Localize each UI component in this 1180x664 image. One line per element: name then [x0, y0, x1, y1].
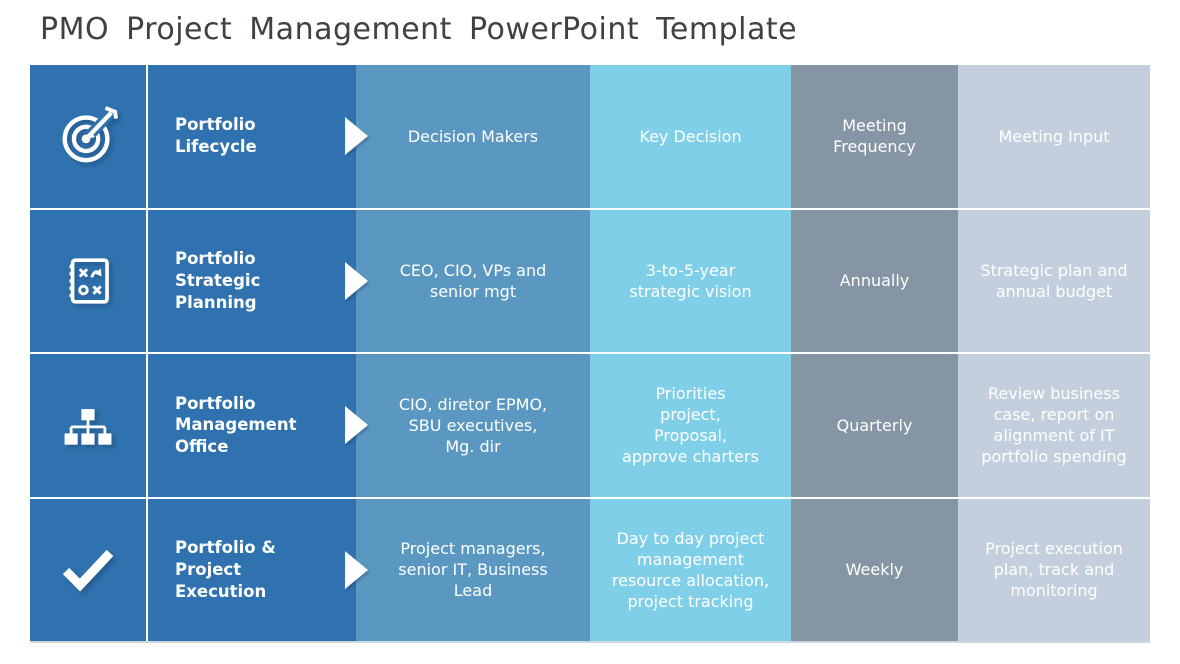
table-row-2-meeting-frequency-cell: Annually: [791, 209, 958, 352]
table-row-1-meeting-input-cell: Meeting Input: [958, 65, 1150, 208]
table-row-4-meeting-frequency-cell: Weekly: [791, 498, 958, 641]
table-row-4-stage-cell: Portfolio & Project Execution: [148, 498, 368, 641]
stage-label: Portfolio Management Office: [175, 393, 297, 457]
stage-label: Portfolio Strategic Planning: [175, 249, 261, 312]
table-row-1-stage-cell: Portfolio Lifecycle: [148, 65, 368, 208]
stage-label: Portfolio Lifecycle: [175, 115, 257, 157]
table-row-1-icon-cell: [30, 65, 148, 208]
table-row-3-stage-cell: Portfolio Management Office: [148, 354, 368, 497]
table-row-4-key-decision-cell: Day to day project management resource a…: [590, 498, 791, 641]
checkmark-icon: [62, 549, 114, 592]
table-row-2-key-decision-cell: 3-to-5-year strategic vision: [590, 209, 791, 352]
right-arrow-icon: [345, 406, 368, 445]
page-title: PMO Project Management PowerPoint Templa…: [40, 12, 798, 47]
table-row-2-decision-makers-cell: CEO, CIO, VPs and senior mgt: [356, 209, 590, 352]
table-row-4-decision-makers-cell: Project managers, senior IT, Business Le…: [356, 498, 590, 641]
table-row-3-decision-makers-cell: CIO, diretor EPMO, SBU executives, Mg. d…: [356, 354, 590, 497]
org-chart-icon: [64, 409, 112, 445]
table-row-3-key-decision-cell: Priorities project, Proposal, approve ch…: [590, 354, 791, 497]
target-icon: [62, 106, 119, 163]
table-row-1-decision-makers-cell: Decision Makers: [356, 65, 590, 208]
table-row-4-icon-cell: [30, 498, 148, 641]
table-row-1-meeting-frequency-cell: Meeting Frequency: [791, 65, 958, 208]
table-row-3-icon-cell: [30, 354, 148, 497]
table-row-2-meeting-input-cell: Strategic plan and annual budget: [958, 209, 1150, 352]
table-row-3-meeting-frequency-cell: Quarterly: [791, 354, 958, 497]
pmo-table: Portfolio Lifecycle Decision Makers Key …: [30, 65, 1150, 641]
right-arrow-icon: [345, 261, 368, 300]
table-row-4-meeting-input-cell: Project execution plan, track and monito…: [958, 498, 1150, 641]
strategy-icon: [69, 258, 109, 304]
right-arrow-icon: [345, 117, 368, 156]
table-row-3-meeting-input-cell: Review business case, report on alignmen…: [958, 354, 1150, 497]
stage-label: Portfolio & Project Execution: [175, 538, 276, 601]
right-arrow-icon: [345, 550, 368, 589]
table-row-2-icon-cell: [30, 209, 148, 352]
table-row-1-key-decision-cell: Key Decision: [590, 65, 791, 208]
table-row-2-stage-cell: Portfolio Strategic Planning: [148, 209, 368, 352]
